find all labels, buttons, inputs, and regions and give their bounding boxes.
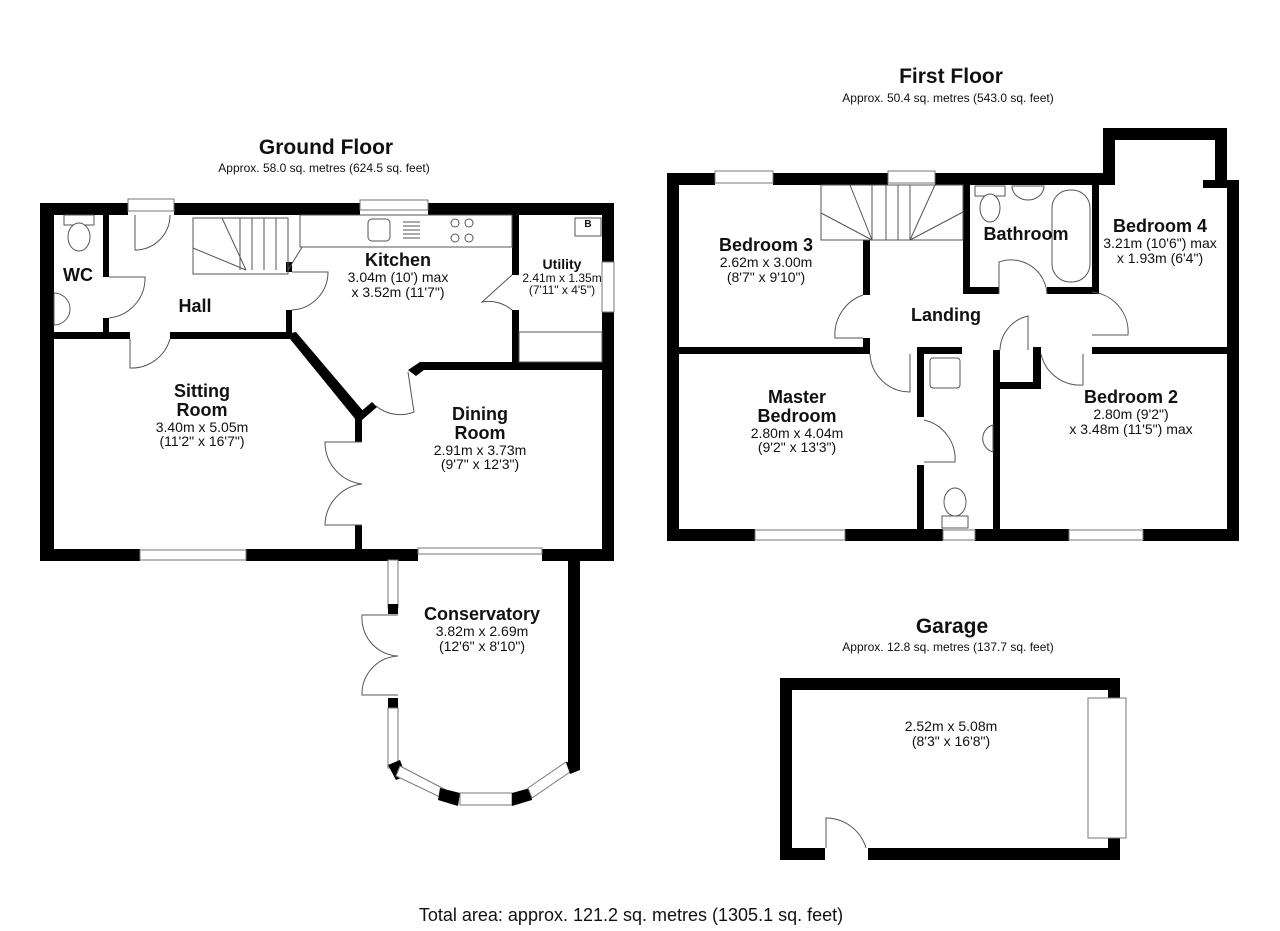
kitchen-fixtures bbox=[299, 214, 603, 363]
bedroom-4-dim-2: x 1.93m (6'4") bbox=[1116, 249, 1204, 266]
dining-room-name-2: Room bbox=[454, 422, 506, 443]
utility-name: Utility bbox=[542, 256, 582, 272]
dining-room-name-1: Dining bbox=[451, 404, 508, 424]
room-hall-label: Hall bbox=[178, 296, 212, 316]
bedroom-4-dim-1: 3.21m (10'6") max bbox=[1103, 234, 1217, 251]
master-bedroom-dim-2: (9'2" x 13'3") bbox=[757, 439, 837, 456]
dining-room-dim-2: (9'7" x 12'3") bbox=[440, 456, 520, 473]
kitchen-dim-2: x 3.52m (11'7") bbox=[351, 283, 445, 300]
bedroom-3-dim-2: (8'7" x 9'10") bbox=[726, 268, 806, 285]
conservatory-name: Conservatory bbox=[423, 604, 541, 624]
room-bedroom-4-label: Bedroom 4 3.21m (10'6") max x 1.93m (6'4… bbox=[1103, 217, 1216, 265]
master-bedroom-dim-1: 2.80m x 4.04m bbox=[750, 424, 844, 441]
conservatory-dim-2: (12'6" x 8'10") bbox=[438, 637, 526, 654]
ground-floor-walls bbox=[40, 203, 614, 561]
garage-walls bbox=[780, 678, 1127, 860]
conservatory-dim-1: 3.82m x 2.69m bbox=[435, 622, 529, 639]
garage-title: Garage bbox=[915, 615, 989, 638]
master-bedroom-name-1: Master bbox=[767, 387, 827, 407]
kitchen-name: Kitchen bbox=[364, 250, 431, 270]
utility-dim-2: (7'11" x 4'5") bbox=[528, 283, 596, 298]
first-floor-doors bbox=[834, 259, 1129, 463]
garage-dim-1: 2.52m x 5.08m bbox=[904, 718, 998, 734]
garage-dimensions: 2.52m x 5.08m (8'3" x 16'8") bbox=[905, 719, 998, 748]
dining-room-dim-1: 2.91m x 3.73m bbox=[433, 441, 527, 458]
total-area: Total area: approx. 121.2 sq. metres (13… bbox=[418, 905, 844, 925]
ground-floor-doors bbox=[108, 214, 513, 526]
room-wc-label: WC bbox=[63, 265, 93, 285]
bedroom-4-name: Bedroom 4 bbox=[1112, 216, 1208, 236]
room-utility-label: Utility 2.41m x 1.35m (7'11" x 4'5") bbox=[522, 257, 601, 297]
sitting-room-dim-2: (11'2" x 16'7") bbox=[159, 433, 245, 450]
bedroom-2-name: Bedroom 2 bbox=[1083, 387, 1179, 407]
kitchen-dim-1: 3.04m (10') max bbox=[347, 268, 449, 285]
room-conservatory-label: Conservatory 3.82m x 2.69m (12'6" x 8'10… bbox=[424, 605, 540, 653]
bedroom-3-name: Bedroom 3 bbox=[718, 235, 814, 255]
master-bedroom-name-2: Bedroom bbox=[757, 405, 837, 426]
room-dining-room-label: Dining Room 2.91m x 3.73m (9'7" x 12'3") bbox=[434, 405, 527, 472]
ground-floor-windows bbox=[127, 198, 615, 561]
room-bathroom-label: Bathroom bbox=[983, 224, 1069, 244]
first-floor-area: Approx. 50.4 sq. metres (543.0 sq. feet) bbox=[842, 91, 1054, 105]
garage-dim-2: (8'3" x 16'8") bbox=[911, 732, 991, 749]
bedroom-2-dim-2: x 3.48m (11'5") max bbox=[1069, 420, 1193, 437]
bedroom-3-dim-1: 2.62m x 3.00m bbox=[719, 253, 813, 270]
ground-floor-area: Approx. 58.0 sq. metres (624.5 sq. feet) bbox=[218, 161, 430, 175]
room-master-bedroom-label: Master Bedroom 2.80m x 4.04m (9'2" x 13'… bbox=[751, 388, 844, 455]
ground-floor-title: Ground Floor bbox=[258, 136, 394, 159]
boiler-label: B bbox=[584, 219, 592, 230]
first-floor-stairs bbox=[820, 184, 964, 241]
room-landing-label: Landing bbox=[911, 305, 981, 325]
utility-dim-1: 2.41m x 1.35m bbox=[522, 270, 602, 285]
room-bedroom-3-label: Bedroom 3 2.62m x 3.00m (8'7" x 9'10") bbox=[719, 236, 813, 284]
garage-area: Approx. 12.8 sq. metres (137.7 sq. feet) bbox=[842, 640, 1054, 654]
sitting-room-name-2: Room bbox=[176, 399, 228, 420]
first-floor-title: First Floor bbox=[899, 65, 1003, 88]
sitting-room-dim-1: 3.40m x 5.05m bbox=[155, 418, 249, 435]
first-floor-windows bbox=[714, 170, 1144, 541]
wc-fixtures bbox=[53, 214, 95, 326]
first-floor-walls bbox=[667, 128, 1239, 541]
room-kitchen-label: Kitchen 3.04m (10') max x 3.52m (11'7") bbox=[348, 251, 449, 299]
room-bedroom-2-label: Bedroom 2 2.80m (9'2") x 3.48m (11'5") m… bbox=[1069, 388, 1192, 436]
bedroom-2-dim-1: 2.80m (9'2") bbox=[1093, 405, 1169, 422]
sitting-room-name-1: Sitting bbox=[173, 381, 230, 401]
room-sitting-room-label: Sitting Room 3.40m x 5.05m (11'2" x 16'7… bbox=[156, 382, 249, 449]
conservatory-walls bbox=[361, 555, 580, 806]
bathroom-fixtures bbox=[929, 185, 1091, 529]
